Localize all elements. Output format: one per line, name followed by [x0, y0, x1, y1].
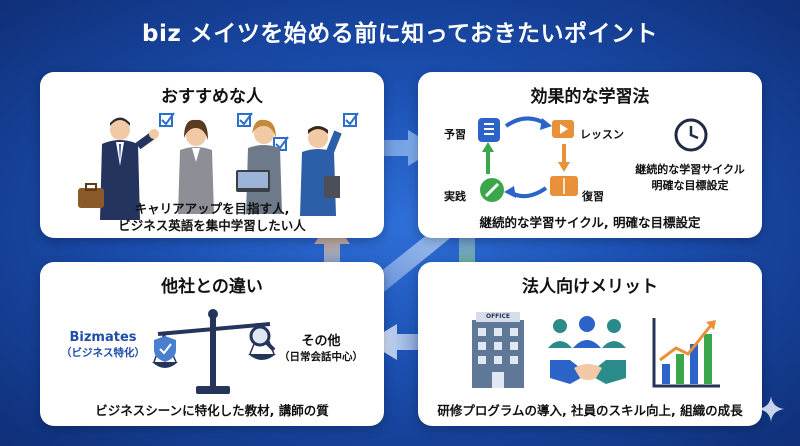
method-side-text: 継続的な学習サイクル 明確な目標設定: [622, 162, 758, 194]
corporate-caption: 研修プログラムの導入, 社員のスキル向上, 組織の成長: [437, 403, 743, 418]
book-icon: [478, 118, 500, 142]
side-line-2: 明確な目標設定: [651, 179, 729, 192]
pencil-icon: [480, 178, 504, 202]
learning-method-panel: 効果的な学習法 予習 レッスン 復習 実践 継続的な学習サイクル 明確な目標設定…: [418, 72, 762, 238]
magnifier-icon: [249, 325, 276, 352]
building-icon: [472, 312, 524, 388]
office-sign: OFFICE: [485, 313, 511, 320]
bizmates-label: Bizmates （ビジネス特化）: [58, 330, 148, 360]
difference-title: 他社との違い: [161, 277, 263, 297]
caption-line-1: キャリアアップを目指す人,: [134, 201, 290, 216]
flow-arrow-right: [350, 130, 438, 166]
open-book-icon: [550, 176, 578, 196]
other-label: その他 （日常会話中心）: [276, 330, 366, 364]
learning-method-caption: 継続的な学習サイクル, 明確な目標設定: [479, 215, 701, 230]
side-line-1: 継続的な学習サイクル: [635, 163, 745, 176]
clock-icon: [674, 118, 708, 152]
shield-icon: [154, 336, 176, 362]
businessmen-illustration: [78, 112, 359, 220]
corporate-panel: 法人向けメリット OFFICE 研修プログラムの導入, 社員のスキル向上, 組織…: [418, 262, 762, 426]
cycle-step-preview: 予習: [444, 128, 466, 141]
people-icon: [548, 316, 626, 348]
target-users-caption: キャリアアップを目指す人, ビジネス英語を集中学習したい人: [40, 200, 384, 234]
corporate-title: 法人向けメリット: [522, 277, 658, 297]
target-users-title: おすすめな人: [161, 87, 263, 107]
bizmates-sub: （ビジネス特化）: [61, 347, 145, 359]
other-name: その他: [301, 334, 341, 349]
briefcase-icon: [78, 183, 104, 208]
cycle-step-lesson: レッスン: [580, 128, 624, 141]
other-sub: （日常会話中心）: [279, 351, 363, 363]
handshake-icon: [550, 360, 626, 384]
caption-line-2: ビジネス英語を集中学習したい人: [118, 218, 306, 233]
play-icon: [552, 120, 574, 138]
flow-arrow-left: [367, 324, 455, 360]
scale-icon: [152, 309, 276, 394]
target-users-panel: おすすめな人: [40, 72, 384, 238]
difference-panel: 他社との違い Bizmates （ビジネス特化） その他 （日常会話中心） ビジ…: [40, 262, 384, 426]
sparkle-icon: [758, 396, 784, 422]
learning-method-title: 効果的な学習法: [530, 87, 650, 107]
cycle-step-practice: 実践: [444, 190, 466, 203]
growth-chart-icon: [652, 318, 720, 388]
learning-cycle-diagram: [478, 116, 578, 202]
check-icon: [159, 112, 359, 151]
bizmates-name: Bizmates: [69, 330, 137, 345]
difference-caption: ビジネスシーンに特化した教材, 講師の質: [95, 403, 329, 418]
cycle-step-review: 復習: [582, 190, 604, 203]
page-title: biz メイツを始める前に知っておきたいポイント: [142, 21, 658, 47]
